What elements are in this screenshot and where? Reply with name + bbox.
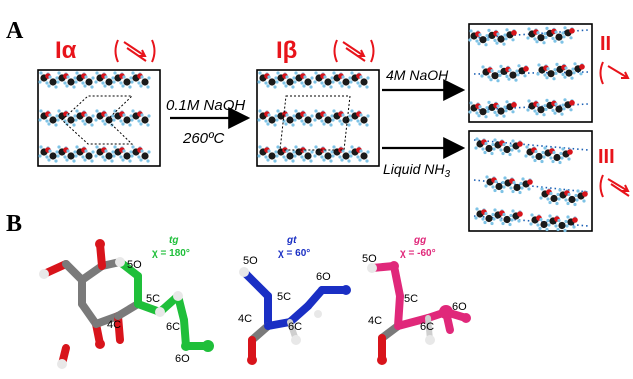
atom-label-c5-gg: 5C: [404, 293, 418, 305]
conformer-gg-name: gg: [413, 235, 426, 246]
unit-cell-i-alpha: [61, 95, 134, 145]
conformer-tg: [39, 239, 214, 369]
panel-b-label: B: [6, 211, 22, 237]
atom-label-c6-tg: 6C: [166, 321, 180, 333]
panel-a-label: A: [6, 18, 24, 44]
phase-ii-label: II: [600, 33, 611, 55]
atom-label-c4-tg: 4C: [107, 319, 121, 331]
atom-label-o5-gt: 5O: [243, 255, 258, 267]
chain-direction-icon-ii: [599, 61, 630, 85]
atom-label-c4-gg: 4C: [368, 315, 382, 327]
crystal-structure-iii: [473, 137, 589, 233]
conformer-tg-name: tg: [169, 235, 178, 246]
atom-label-c6-gg: 6C: [420, 321, 434, 333]
atom-label-o5-gg: 5O: [362, 253, 377, 265]
chain-direction-icon-iii: [599, 174, 630, 198]
atom-label-o6-gg: 6O: [452, 301, 467, 313]
atom-label-o6-tg: 6O: [175, 353, 190, 365]
phase-iii-label: III: [598, 146, 615, 168]
conformer-gt: [239, 267, 351, 365]
phase-i-beta-label: Iβ: [276, 37, 297, 64]
atom-label-o6-gt: 6O: [316, 271, 331, 283]
crystal-structure-ii: [468, 26, 589, 119]
phase-i-alpha-label: Iα: [55, 37, 77, 64]
arrow-label-naoh-01m: 0.1M NaOH: [166, 97, 245, 114]
atom-label-o5-tg: 5O: [127, 259, 142, 271]
conformer-gt-name: gt: [286, 235, 297, 246]
chain-direction-icon-alpha: [114, 39, 156, 63]
arrow-label-liquid-nh3: Liquid NH3: [383, 161, 450, 180]
atom-label-c6-gt: 6C: [288, 321, 302, 333]
conformer-gg-chi: χ = -60°: [400, 248, 436, 259]
conformer-tg-chi: χ = 180°: [152, 248, 190, 259]
atom-label-c5-gt: 5C: [277, 291, 291, 303]
conformer-gt-chi: χ = 60°: [278, 248, 310, 259]
atom-label-c5-tg: 5C: [146, 293, 160, 305]
unit-cell-i-beta: [279, 95, 351, 151]
arrow-label-temperature: 260ºC: [182, 130, 225, 147]
atom-label-c4-gt: 4C: [238, 313, 252, 325]
arrow-label-naoh-4m: 4M NaOH: [386, 67, 449, 83]
crystal-structure-i-alpha: [38, 71, 151, 163]
conformer-gg: [367, 261, 471, 365]
chain-direction-icon-beta: [333, 39, 375, 63]
crystal-structure-i-beta: [257, 71, 370, 163]
